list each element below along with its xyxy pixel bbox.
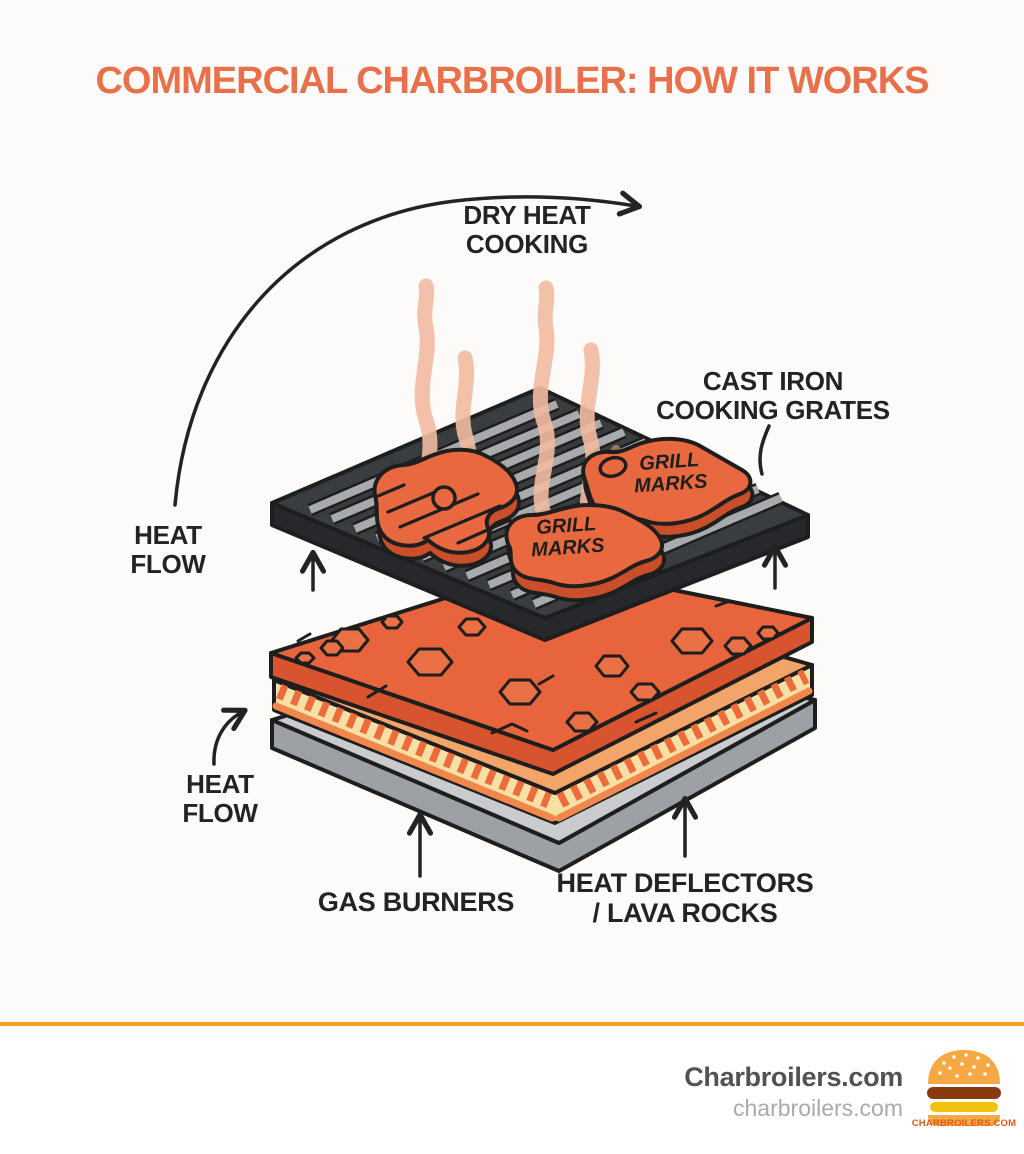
steak-front [504, 503, 667, 603]
label-heat-flow-bottom: HEAT FLOW [182, 769, 258, 829]
logo-bun-top [928, 1050, 1000, 1084]
logo-sesame-seeds [938, 1053, 990, 1078]
logo-caption: CHARBROILERS.COM [911, 1118, 1017, 1129]
page-title: COMMERCIAL CHARBROILER: HOW IT WORKS [95, 60, 929, 102]
annotations [173, 190, 789, 878]
steak-left-grill-lines [376, 483, 512, 545]
steak-left-bone [431, 485, 457, 511]
logo-cheese [930, 1102, 998, 1112]
burger-logo-icon [927, 1050, 1001, 1126]
steak-front-top [504, 503, 665, 589]
label-gas-burners: GAS BURNERS [317, 887, 515, 917]
footer-divider [0, 1022, 1024, 1026]
dry-heat-arc-arrow-icon [173, 190, 643, 507]
logo-bun-bottom [928, 1115, 1000, 1126]
flame-bottom-strip [272, 687, 813, 822]
lava-cracks [296, 599, 732, 735]
lava-layer-top [269, 563, 814, 752]
steak-right-bone [598, 455, 628, 479]
charbroiler-diagram [173, 190, 817, 878]
label-cast-iron-grates: CAST IRON COOKING GRATES [656, 366, 890, 426]
steak-left [372, 447, 521, 568]
heat-flow-bottom-arrow-icon [212, 707, 248, 766]
label-heat-flow-top: HEAT FLOW [130, 520, 206, 580]
cast-iron-pointer-line [758, 424, 771, 476]
logo-patty [927, 1087, 1001, 1099]
lava-rock-layer [269, 563, 814, 776]
label-heat-deflectors: HEAT DEFLECTORS / LAVA ROCKS [556, 868, 814, 929]
footer-website: charbroilers.com [733, 1095, 903, 1121]
flame-squiggles [276, 669, 810, 808]
footer: Charbroilers.com charbroilers.com CHARBR… [0, 1026, 1024, 1154]
label-dry-heat-cooking: DRY HEAT COOKING [463, 200, 591, 260]
footer-brand: Charbroilers.com [684, 1062, 903, 1092]
